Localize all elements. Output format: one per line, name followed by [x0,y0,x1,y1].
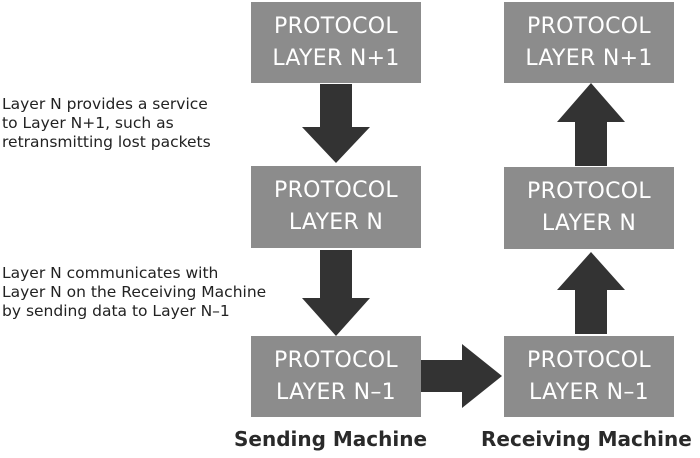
box-line-2: LAYER N [541,211,637,236]
note-line: Layer N provides a service [2,95,208,113]
arrow-up-mid-to-top [557,83,625,166]
receiving-protocol-layer-n: PROTOCOL LAYER N [504,167,674,249]
box-line-2: LAYER N [288,210,384,235]
note-line: Layer N communicates with [2,264,219,282]
box-line-1: PROTOCOL [527,347,651,373]
sending-protocol-layer-n-plus-1: PROTOCOL LAYER N+1 [251,2,421,83]
arrow-right-send-to-receive [420,344,502,408]
sending-machine-label: Sending Machine [234,427,428,451]
arrow-down-top-to-mid [302,84,370,163]
note-line: retransmitting lost packets [2,133,211,151]
box-line-1: PROTOCOL [274,178,398,203]
box-line-1: PROTOCOL [527,179,651,204]
note-line: by sending data to Layer N–1 [2,302,230,320]
receiving-protocol-layer-n-plus-1: PROTOCOL LAYER N+1 [504,2,674,83]
receiving-machine-label: Receiving Machine [481,427,692,451]
communicates-note: Layer N communicates with Layer N on the… [2,264,266,321]
receiving-protocol-layer-n-minus-1: PROTOCOL LAYER N–1 [504,336,674,417]
box-line-2: LAYER N–1 [276,379,396,405]
box-line-1: PROTOCOL [527,13,651,39]
sending-protocol-layer-n-minus-1: PROTOCOL LAYER N–1 [251,336,421,417]
note-line: to Layer N+1, such as [2,114,174,132]
box-line-2: LAYER N–1 [529,379,649,405]
box-line-2: LAYER N+1 [272,45,400,71]
box-line-1: PROTOCOL [274,347,398,373]
note-line: Layer N on the Receiving Machine [2,283,267,301]
box-line-2: LAYER N+1 [525,45,653,71]
service-note: Layer N provides a service to Layer N+1,… [2,95,211,152]
sending-protocol-layer-n: PROTOCOL LAYER N [251,166,421,248]
box-line-1: PROTOCOL [274,13,398,39]
arrow-up-bottom-to-mid [557,252,625,334]
arrow-down-mid-to-bottom [302,250,370,336]
